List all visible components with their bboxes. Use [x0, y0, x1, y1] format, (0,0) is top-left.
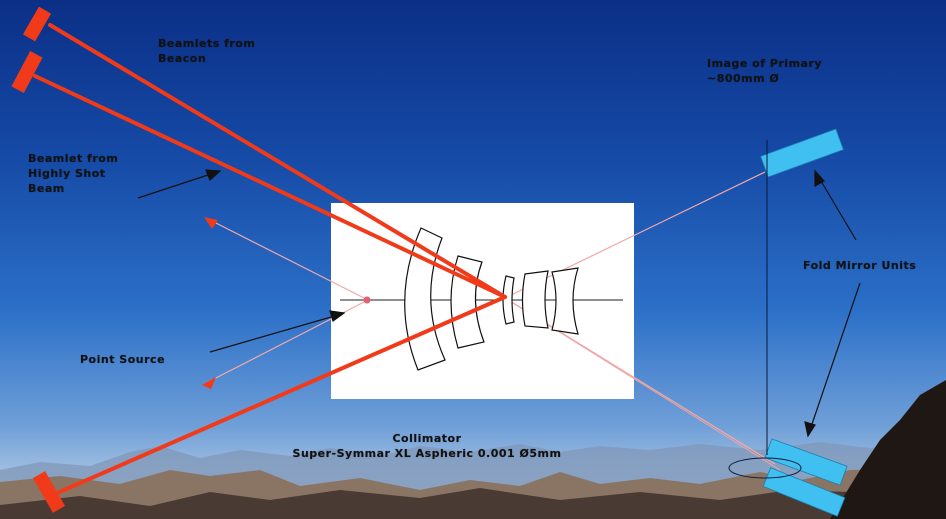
label-collimator-line2: Super-Symmar XL Aspheric 0.001 Ø5mm: [262, 446, 592, 461]
beacon-mirror-1: [23, 7, 51, 42]
arrow-point-source: [210, 315, 338, 352]
label-fold-mirrors: Fold Mirror Units: [803, 258, 916, 273]
label-top-beams: Beamlets from Beacon: [158, 36, 255, 66]
label-point-source: Point Source: [80, 352, 165, 367]
label-mirror-image-line2: ~800mm Ø: [707, 71, 822, 86]
label-collimator: Collimator Super-Symmar XL Aspheric 0.00…: [262, 431, 592, 461]
arrowhead-upper: [204, 217, 218, 229]
arrow-fold-top: [818, 176, 856, 240]
fold-mirror-top: [761, 129, 844, 177]
label-mirror-image: Image of Primary ~800mm Ø: [707, 56, 822, 86]
ray-arrowheads: [202, 217, 218, 389]
point-source-dot: [364, 297, 371, 304]
label-fold-mirrors-text: Fold Mirror Units: [803, 258, 916, 273]
beacon-mirror-2: [11, 51, 42, 93]
arrowhead-lower: [202, 377, 216, 389]
label-top-beams-line1: Beamlets from: [158, 36, 255, 51]
arrow-return-beam: [138, 173, 214, 198]
label-collimator-line1: Collimator: [262, 431, 592, 446]
lens-panel: [331, 203, 634, 399]
arrow-fold-bottom: [810, 283, 860, 430]
label-point-source-text: Point Source: [80, 352, 165, 367]
label-return-beams-line3: Beam: [28, 181, 118, 196]
fold-geometry: [729, 140, 801, 478]
label-return-beams-line1: Beamlet from: [28, 151, 118, 166]
label-mirror-image-line1: Image of Primary: [707, 56, 822, 71]
lens-element-3: [503, 276, 514, 324]
beacon-mirrors: [11, 7, 65, 513]
label-return-beams-line2: Highly Shot: [28, 166, 118, 181]
lens-element-4: [523, 271, 549, 328]
label-top-beams-line2: Beacon: [158, 51, 255, 66]
label-return-beams: Beamlet from Highly Shot Beam: [28, 151, 118, 196]
